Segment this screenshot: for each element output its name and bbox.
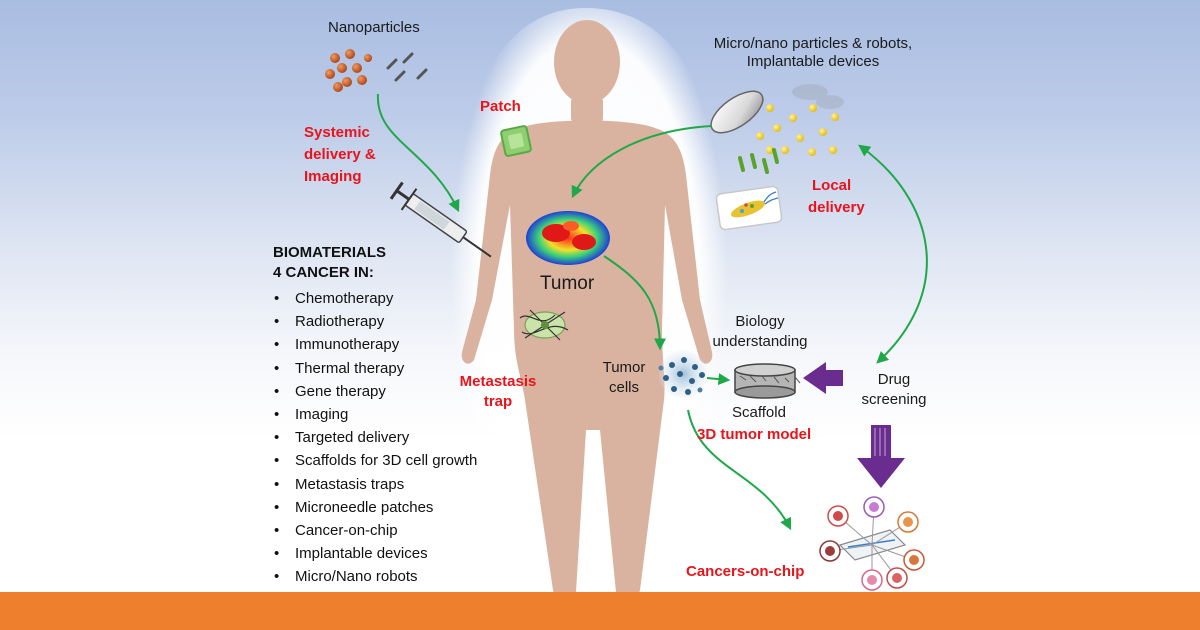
micro-nano-label-line2: Implantable devices (746, 53, 880, 70)
arrow-tumor-to-cells (603, 255, 666, 351)
list-item: Radiotherapy (273, 312, 477, 335)
nanorods-icon (386, 52, 428, 82)
local-line1: Local (812, 177, 852, 194)
list-item: Immunotherapy (273, 335, 477, 358)
human-body-silhouette (461, 20, 713, 601)
arrow-cells-to-scaffold (706, 373, 731, 386)
arrow-drug-to-scaffold (803, 362, 843, 394)
tumor-model-3d-label: 3D tumor model (697, 426, 812, 443)
biomaterials-items: Chemotherapy Radiotherapy Immunotherapy … (273, 289, 477, 590)
syringe-icon (389, 181, 492, 258)
drug-screening-label: Drug screening (844, 370, 944, 410)
scaffold-icon (734, 363, 801, 399)
list-item: Scaffolds for 3D cell growth (273, 451, 477, 474)
biology-line2: understanding (712, 333, 808, 350)
nanoparticles-label: Nanoparticles (328, 19, 420, 36)
metastasis-trap-label: Metastasis trap (448, 372, 548, 412)
microrods-icon (738, 148, 779, 174)
list-item: Implantable devices (273, 544, 477, 567)
list-item: Metastasis traps (273, 475, 477, 498)
metastasis-trap-icon (519, 309, 569, 341)
patch-label: Patch (480, 98, 521, 115)
list-item: Imaging (273, 405, 477, 428)
metastasis-line2: trap (483, 393, 513, 410)
cancers-on-chip-label: Cancers-on-chip (686, 563, 805, 580)
list-item: Gene therapy (273, 382, 477, 405)
biology-understanding-label: Biology understanding (700, 312, 820, 352)
scaffold-label: Scaffold (732, 404, 786, 421)
patch-icon (500, 125, 532, 157)
biomaterials-title-line2: 4 CANCER IN: (273, 264, 374, 281)
systemic-line3: Imaging (304, 168, 362, 185)
arrow-cells-to-chip (687, 409, 792, 531)
tumor-cells-icon (658, 350, 707, 398)
list-item: Micro/Nano robots (273, 567, 477, 590)
micro-nano-label-line1: Micro/nano particles & robots, (713, 35, 913, 52)
tumor-label: Tumor (540, 273, 595, 294)
implantable-device-icon (710, 90, 764, 134)
tumor-cells-line2: cells (608, 379, 639, 396)
list-item: Cancer-on-chip (273, 521, 477, 544)
tumor-cells-line1: Tumor (602, 359, 646, 376)
list-item: Thermal therapy (273, 359, 477, 382)
arrow-systemic-delivery (376, 93, 460, 213)
local-delivery-label: Local delivery (808, 175, 865, 219)
systemic-delivery-label: Systemic delivery & Imaging (304, 122, 376, 188)
biomaterials-list: BIOMATERIALS 4 CANCER IN: Chemotherapy R… (273, 243, 477, 590)
list-item: Microneedle patches (273, 498, 477, 521)
micro-nano-label: Micro/nano particles & robots, Implantab… (688, 35, 938, 71)
drug-screening-line2: screening (861, 391, 927, 408)
microparticles-icon (756, 104, 839, 156)
microrobot-icon (715, 185, 783, 231)
organ-on-chip-icon (819, 496, 925, 591)
arrow-local-delivery (571, 125, 713, 199)
tumor-cells-label: Tumor cells (600, 358, 648, 398)
arrow-drug-to-chip (857, 425, 905, 488)
tumor-heatmap-icon (526, 211, 610, 265)
metastasis-line1: Metastasis (459, 373, 537, 390)
biomaterials-title-line1: BIOMATERIALS (273, 244, 387, 261)
drug-screening-line1: Drug (877, 371, 911, 388)
systemic-line2: delivery & (304, 146, 376, 163)
list-item: Chemotherapy (273, 289, 477, 312)
bottom-band (0, 592, 1200, 630)
nanoparticles-icon (325, 49, 372, 92)
particle-trail-icon (792, 84, 844, 109)
list-item: Targeted delivery (273, 428, 477, 451)
arrow-drug-screening-loop (858, 144, 928, 364)
systemic-line1: Systemic (304, 124, 370, 141)
biology-line1: Biology (735, 313, 785, 330)
local-line2: delivery (808, 199, 865, 216)
